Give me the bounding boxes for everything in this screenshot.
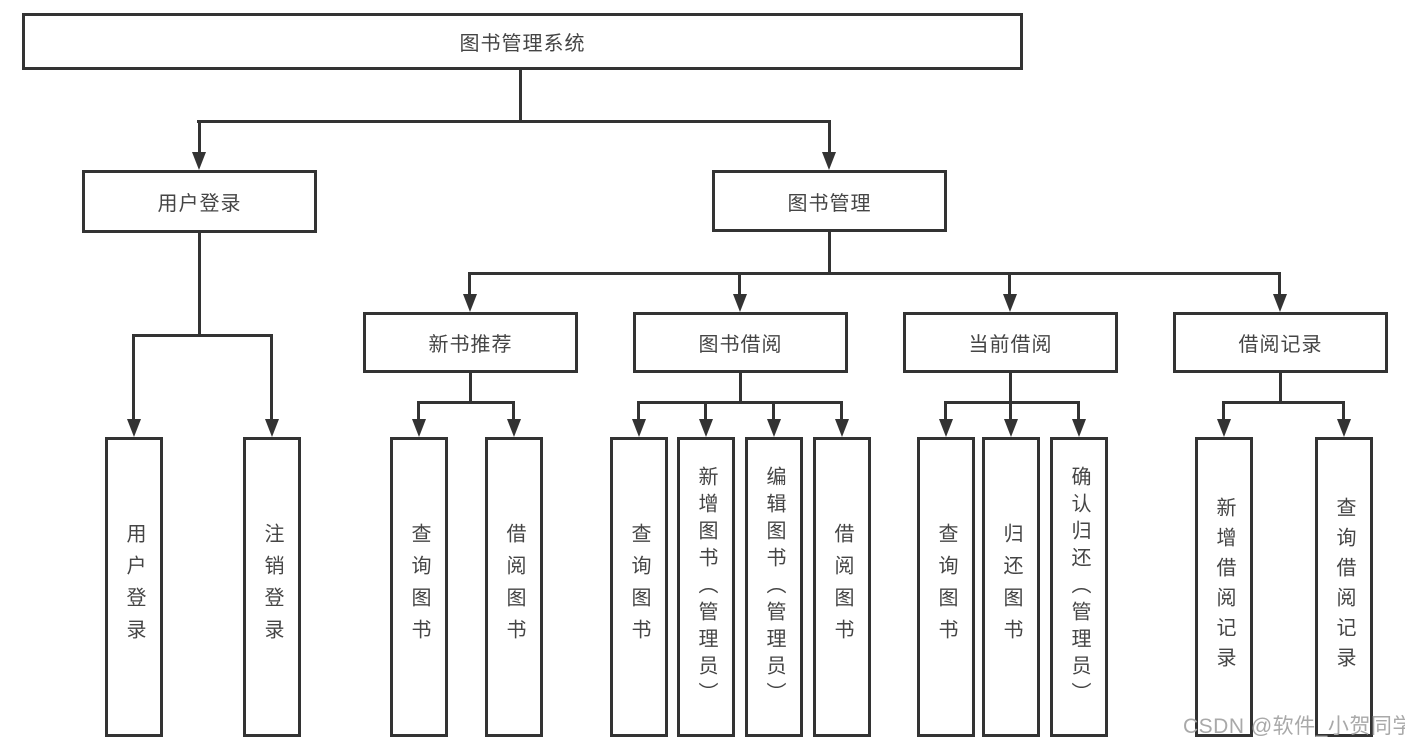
leaf-confirm-return-admin: 确认归还（管理员） [1050, 437, 1108, 737]
node-root-label: 图书管理系统 [459, 33, 586, 55]
connector-level2-rail [197, 120, 831, 123]
arrowhead-rec-leaf1-icon [412, 419, 426, 437]
leaf-user-login-label: 用户登录 [123, 523, 145, 651]
leaf-query-borrow-record: 查询借阅记录 [1315, 437, 1373, 737]
leaf-edit-books-admin-label: 编辑图书（管理员） [763, 465, 785, 709]
node-current-borrow: 当前借阅 [903, 312, 1118, 373]
arrowhead-current-borrow-icon [1003, 294, 1017, 312]
connector-book-borrow-stem [738, 272, 741, 296]
leaf-logout-label: 注销登录 [261, 523, 283, 651]
node-root: 图书管理系统 [22, 13, 1023, 70]
connector-borrow-records-down [1279, 373, 1282, 404]
csdn-watermark: CSDN @软件_小贺同学 [1183, 715, 1405, 738]
leaf-confirm-return-admin-label: 确认归还（管理员） [1068, 465, 1090, 709]
arrowhead-bb-leaf3-icon [767, 419, 781, 437]
connector-new-book-rec-down [469, 373, 472, 404]
connector-user-login-stem [198, 120, 201, 154]
connector-cb-leaf1-stem [944, 401, 947, 421]
node-user-login-label: 用户登录 [157, 193, 242, 215]
leaf-borrow-borrow-books: 借阅图书 [813, 437, 871, 737]
node-new-book-rec-label: 新书推荐 [428, 334, 513, 356]
leaf-rec-borrow-books-label: 借阅图书 [503, 523, 525, 651]
leaf-user-login: 用户登录 [105, 437, 163, 737]
arrowhead-new-book-rec-icon [463, 294, 477, 312]
connector-level3-rail [468, 272, 1281, 275]
leaf-rec-query-books-label: 查询图书 [408, 523, 430, 651]
leaf-return-books: 归还图书 [982, 437, 1040, 737]
node-book-borrow: 图书借阅 [633, 312, 848, 373]
node-user-login: 用户登录 [82, 170, 317, 233]
arrowhead-bb-leaf1-icon [632, 419, 646, 437]
leaf-borrow-borrow-books-label: 借阅图书 [831, 523, 853, 651]
connector-leaf-logout-stem [270, 334, 273, 421]
connector-borrow-records-stem [1278, 272, 1281, 296]
leaf-current-query-books-label: 查询图书 [935, 523, 957, 651]
leaf-borrow-query-books: 查询图书 [610, 437, 668, 737]
connector-rec-leaf1-stem [417, 401, 420, 421]
node-current-borrow-label: 当前借阅 [968, 334, 1053, 356]
arrowhead-book-mgmt-icon [822, 152, 836, 170]
arrowhead-bb-leaf2-icon [699, 419, 713, 437]
node-new-book-rec: 新书推荐 [363, 312, 578, 373]
connector-rec-leaf2-stem [512, 401, 515, 421]
connector-borrow-records-rail [1222, 401, 1344, 404]
connector-user-login-rail [132, 334, 273, 337]
arrowhead-br-leaf2-icon [1337, 419, 1351, 437]
arrowhead-bb-leaf4-icon [835, 419, 849, 437]
leaf-edit-books-admin: 编辑图书（管理员） [745, 437, 803, 737]
arrowhead-cb-leaf1-icon [939, 419, 953, 437]
connector-bb-leaf2-stem [704, 401, 707, 421]
leaf-add-books-admin-label: 新增图书（管理员） [695, 465, 717, 709]
connector-leaf-user-login-stem [132, 334, 135, 421]
connector-cb-leaf2-stem [1009, 401, 1012, 421]
node-book-mgmt: 图书管理 [712, 170, 947, 232]
leaf-add-books-admin: 新增图书（管理员） [677, 437, 735, 737]
leaf-return-books-label: 归还图书 [1000, 523, 1022, 651]
arrowhead-leaf-logout-icon [265, 419, 279, 437]
connector-book-borrow-rail [637, 401, 843, 404]
leaf-rec-borrow-books: 借阅图书 [485, 437, 543, 737]
arrowhead-cb-leaf2-icon [1004, 419, 1018, 437]
leaf-logout: 注销登录 [243, 437, 301, 737]
node-borrow-records: 借阅记录 [1173, 312, 1388, 373]
arrowhead-br-leaf1-icon [1217, 419, 1231, 437]
node-book-mgmt-label: 图书管理 [787, 192, 872, 215]
leaf-current-query-books: 查询图书 [917, 437, 975, 737]
arrowhead-cb-leaf3-icon [1072, 419, 1086, 437]
arrowhead-book-borrow-icon [733, 294, 747, 312]
connector-cb-leaf3-stem [1077, 401, 1080, 421]
connector-br-leaf2-stem [1342, 401, 1345, 421]
connector-bb-leaf4-stem [840, 401, 843, 421]
leaf-query-borrow-record-label: 查询借阅记录 [1333, 497, 1355, 677]
leaf-rec-query-books: 查询图书 [390, 437, 448, 737]
leaf-borrow-query-books-label: 查询图书 [628, 523, 650, 651]
connector-current-borrow-stem [1008, 272, 1011, 296]
leaf-add-borrow-record-label: 新增借阅记录 [1213, 497, 1235, 677]
node-book-borrow-label: 图书借阅 [698, 334, 783, 356]
connector-book-mgmt-down [828, 232, 831, 275]
connector-new-book-rec-stem [468, 272, 471, 296]
connector-br-leaf1-stem [1222, 401, 1225, 421]
connector-new-book-rec-rail [417, 401, 515, 404]
arrowhead-user-login-icon [192, 152, 206, 170]
connector-bb-leaf1-stem [637, 401, 640, 421]
arrowhead-borrow-records-icon [1273, 294, 1287, 312]
leaf-add-borrow-record: 新增借阅记录 [1195, 437, 1253, 737]
connector-book-borrow-down [739, 373, 742, 404]
connector-current-borrow-down [1009, 373, 1012, 404]
node-borrow-records-label: 借阅记录 [1238, 334, 1323, 356]
connector-bb-leaf3-stem [772, 401, 775, 421]
connector-book-mgmt-stem [828, 120, 831, 154]
connector-root-stem [519, 68, 522, 123]
arrowhead-leaf-user-login-icon [127, 419, 141, 437]
connector-user-login-down [198, 233, 201, 337]
arrowhead-rec-leaf2-icon [507, 419, 521, 437]
